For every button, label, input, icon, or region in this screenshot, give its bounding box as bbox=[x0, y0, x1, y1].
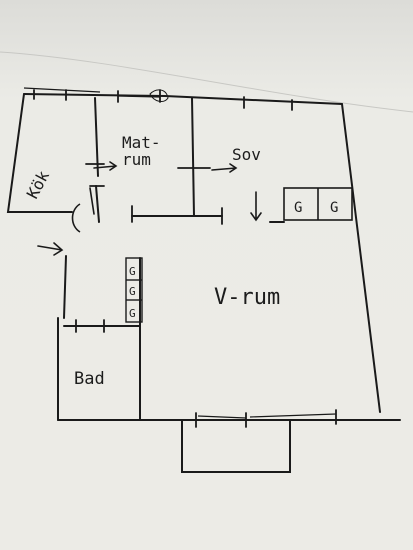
pantry-label: Mat- rum bbox=[122, 133, 170, 169]
balcony-outline bbox=[181, 419, 291, 473]
wardrobe-label-4: G bbox=[129, 285, 136, 298]
paper-fold-line bbox=[0, 51, 413, 113]
living-room-label: V-rum bbox=[214, 285, 280, 310]
kitchen-wall-left bbox=[6, 93, 73, 213]
entrance-arrow bbox=[37, 242, 64, 256]
kitchen-door-arrow bbox=[89, 187, 95, 215]
pantry-arrow bbox=[93, 161, 118, 171]
window-hatching bbox=[23, 87, 337, 419]
bedroom-arrow bbox=[211, 163, 238, 173]
wardrobe-label-1: G bbox=[294, 200, 302, 216]
wardrobe-label-5: G bbox=[129, 307, 136, 320]
walls bbox=[6, 93, 401, 473]
kitchen-pantry-wall bbox=[94, 97, 99, 177]
pantry-label-line-1: Mat- bbox=[122, 133, 161, 152]
wardrobe-label-3: G bbox=[129, 265, 136, 278]
arrows bbox=[37, 161, 262, 256]
pantry-label-line-2: rum bbox=[122, 150, 151, 169]
wardrobe-label-2: G bbox=[330, 200, 338, 216]
kitchen-door-stub bbox=[95, 185, 100, 223]
bedroom-wardrobes bbox=[283, 187, 353, 221]
hall-wardrobes bbox=[125, 257, 143, 323]
entrance-wall bbox=[63, 255, 67, 319]
bedroom-label: Sov bbox=[232, 145, 261, 164]
door-swing-arc bbox=[71, 203, 81, 233]
outer-wall-right bbox=[341, 103, 381, 413]
outer-wall-top bbox=[23, 93, 343, 105]
wardrobe-arrow bbox=[250, 191, 262, 222]
window-marks bbox=[33, 89, 337, 428]
bedroom-wall-left bbox=[191, 97, 195, 217]
bathroom-label: Bad bbox=[74, 369, 105, 389]
